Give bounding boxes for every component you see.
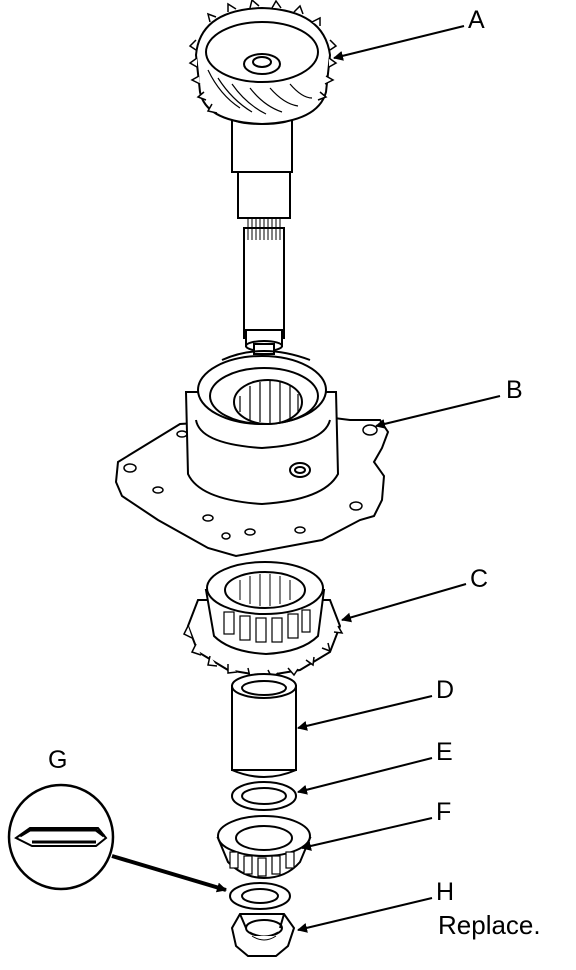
leader-lines — [111, 25, 501, 933]
callout-d: D — [436, 676, 455, 704]
bevel-gear-bearing-c — [182, 561, 344, 680]
thrust-washer — [229, 882, 291, 910]
leader-g — [111, 854, 227, 893]
bearing-housing-plate-b — [114, 350, 390, 558]
detail-view-g — [7, 783, 115, 891]
callout-b: B — [506, 376, 523, 404]
leader-c — [341, 583, 467, 623]
helical-gear-shaft-a — [188, 0, 338, 355]
callout-h: H — [436, 878, 455, 906]
shim-washer-e — [231, 781, 297, 811]
callout-h-note: Replace. — [438, 910, 541, 940]
leader-b — [375, 395, 501, 429]
leader-a — [333, 25, 465, 61]
leader-d — [297, 695, 433, 731]
callout-g: G — [48, 746, 68, 774]
spacer-sleeve-d — [231, 673, 297, 778]
callout-c: C — [470, 565, 489, 593]
leader-e — [297, 757, 433, 795]
callout-a: A — [468, 6, 485, 34]
callout-f: F — [436, 798, 452, 826]
tapered-bearing-f — [216, 815, 312, 880]
leader-h — [297, 897, 433, 933]
locknut-h — [230, 913, 296, 957]
callout-e: E — [436, 738, 453, 766]
leader-f — [301, 817, 433, 851]
